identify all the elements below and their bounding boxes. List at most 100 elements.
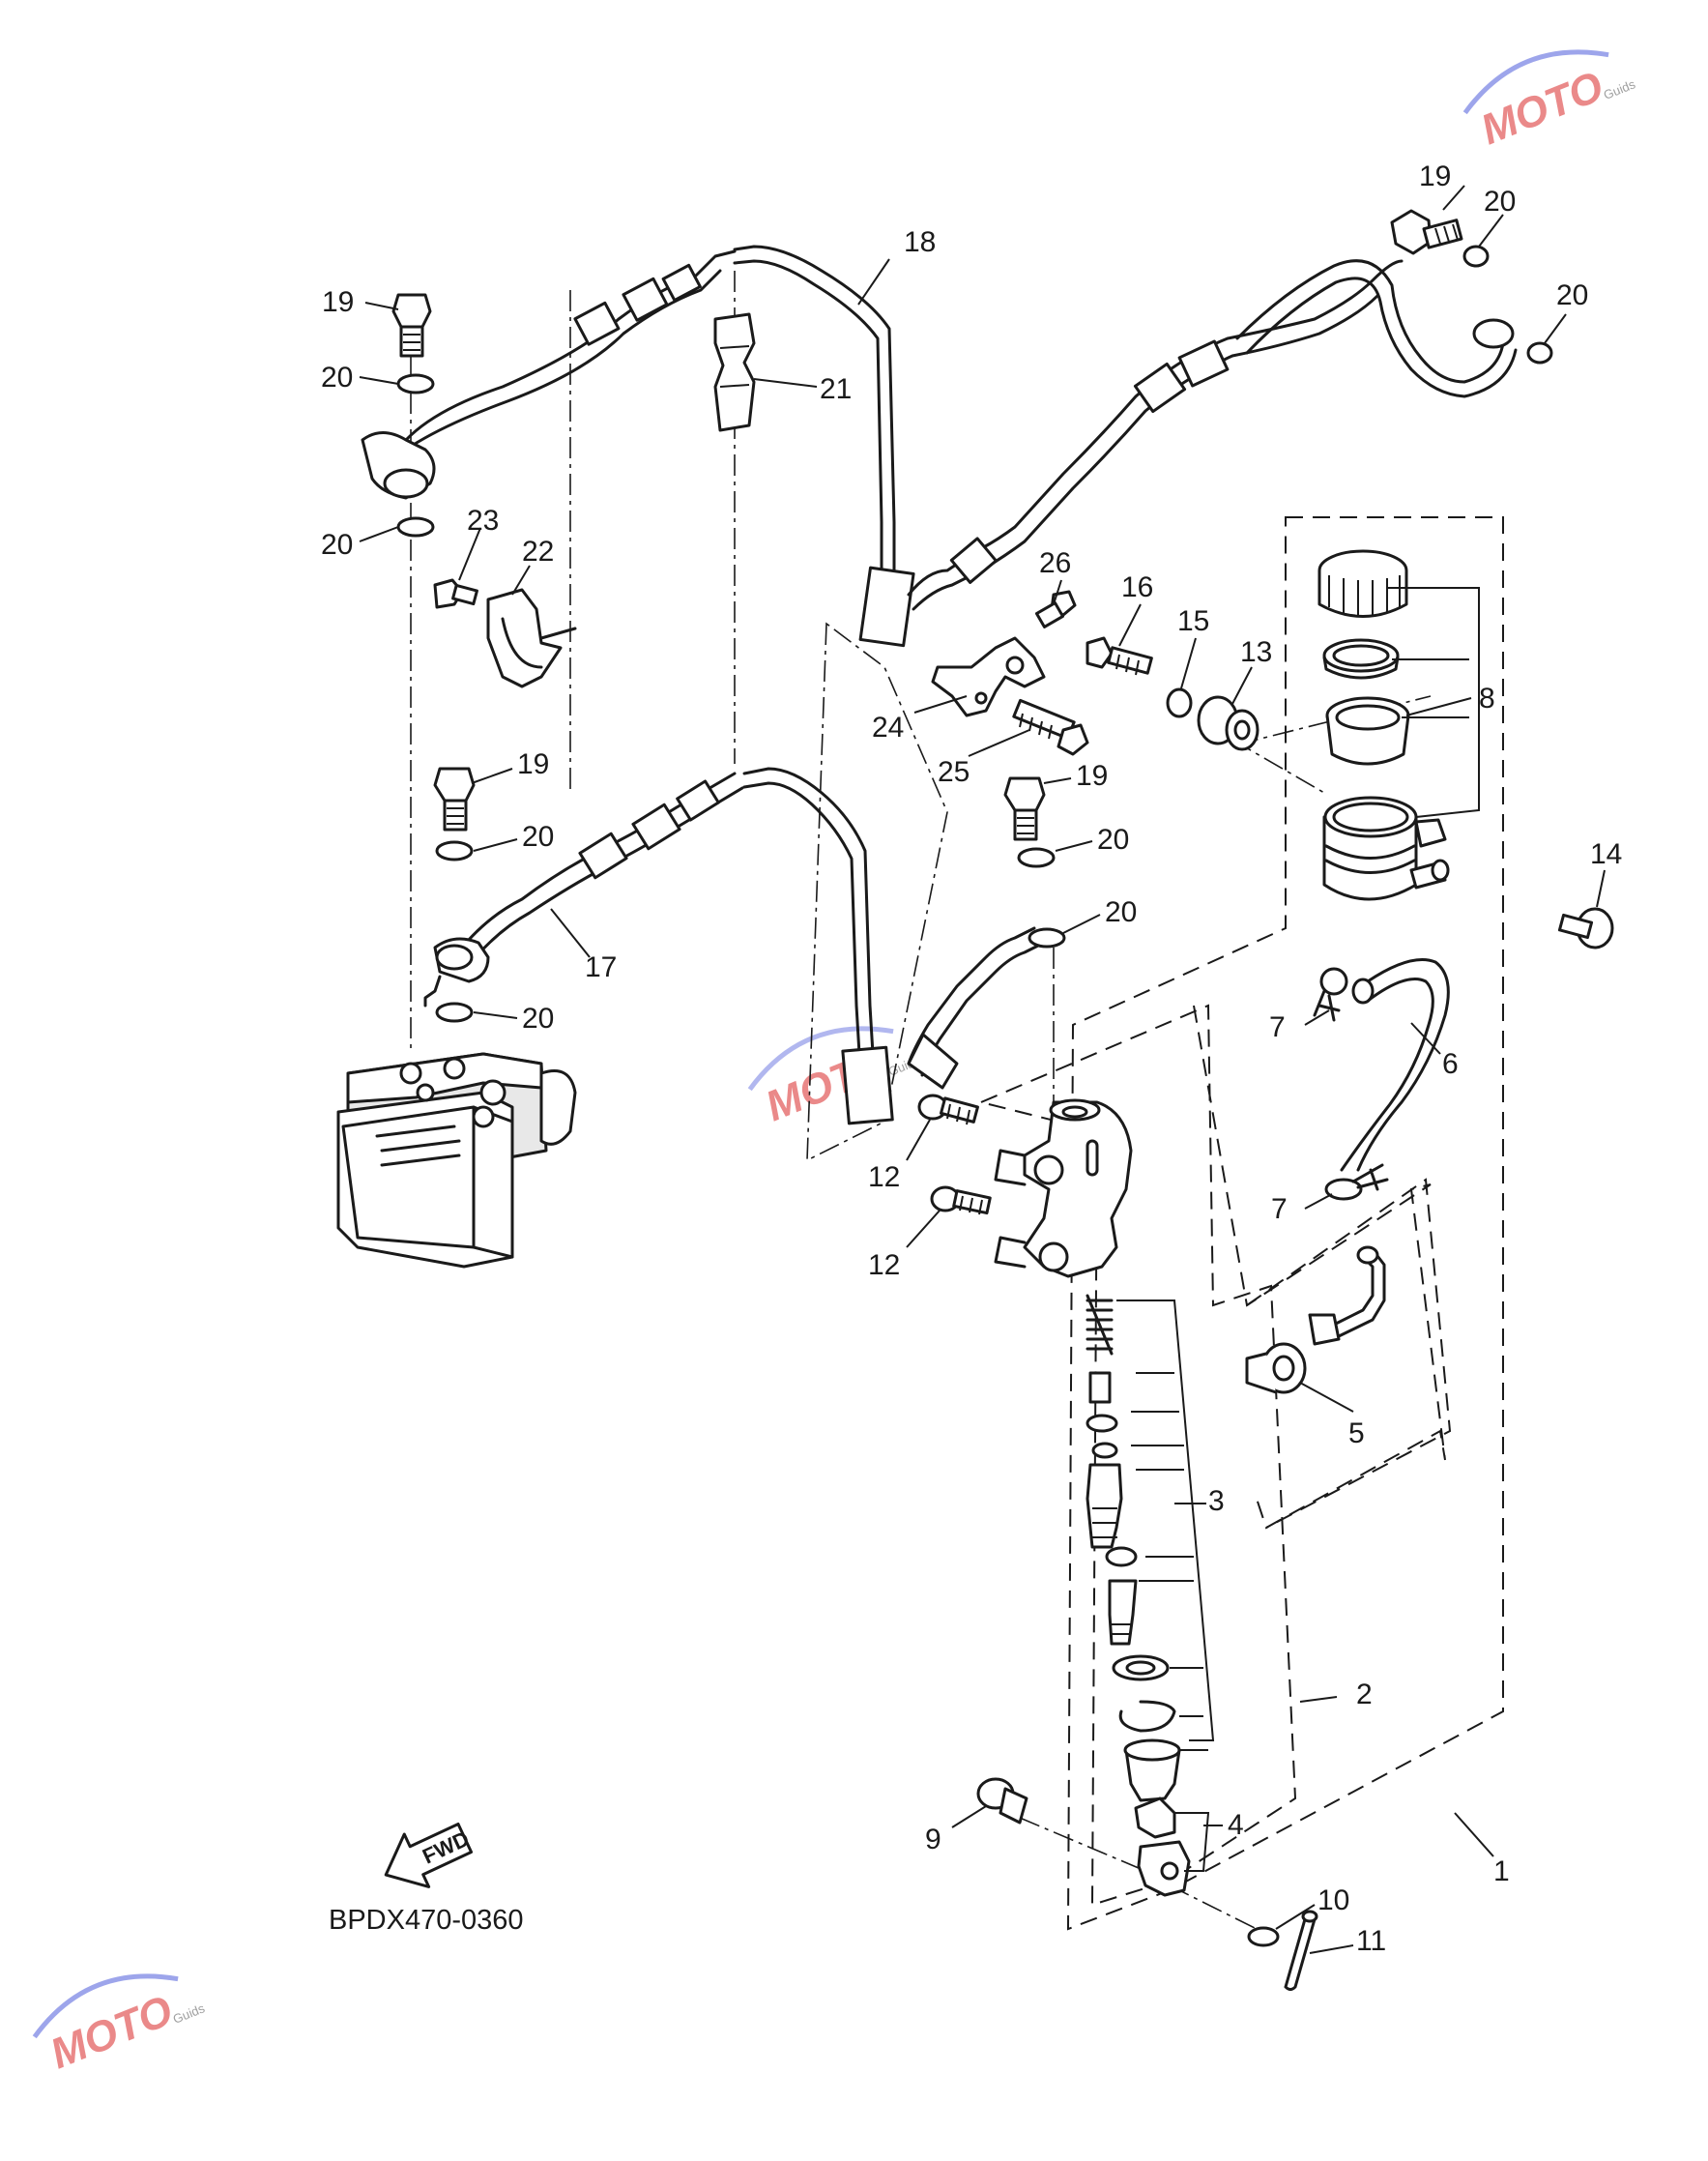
left-upper-union [361,431,436,500]
hose-joint-5 [1245,1245,1386,1394]
watermark-top-right: MOTO Guids [1462,49,1638,155]
assembly-outline-1 [1066,516,1504,1931]
washer-20-a [396,373,435,394]
callout-24: 24 [872,712,904,744]
reservoir-group-bracket [1387,587,1480,818]
clevis-bracket [1174,1812,1210,1872]
reservoir-diaphragm [1325,696,1410,766]
callout-19-mid-left: 19 [517,748,549,780]
chain-line-pin [1019,1817,1146,1872]
grommet-13 [1197,695,1259,751]
washer-10 [1247,1926,1280,1947]
callout-20-d: 20 [522,1003,554,1035]
callout-22: 22 [522,536,554,568]
assembly-outline-2 [977,1004,1297,1907]
callout-21: 21 [820,373,852,405]
callout-8: 8 [1479,683,1495,715]
callout-14: 14 [1590,838,1622,870]
hose-clamp-7-lower [1324,1163,1389,1201]
assembly-outline-5 [1246,1178,1452,1529]
piston-kit-3 [1086,1294,1181,1802]
hose-clamp-7-upper [1313,967,1348,1022]
assembly-outline-reservoir-group [1193,1005,1446,1530]
washer-20-e [1017,847,1056,868]
bolt-23 [433,578,478,609]
callout-20-g: 20 [1484,186,1516,218]
callout-7-upper: 7 [1269,1011,1286,1043]
chain-line-clevis [1169,1884,1258,1930]
bolt-12-lower [930,1185,992,1215]
washer-20-d [435,1002,474,1023]
washer-20-h [1526,341,1553,365]
svg-text:Guids: Guids [171,2000,208,2027]
reservoir-plate [1322,638,1400,680]
callout-19-top-right: 19 [1419,161,1451,192]
watermark-center: MOTO Guids [747,1026,922,1130]
screw-14 [1557,907,1614,949]
callout-5: 5 [1348,1417,1365,1449]
washer-20-b [396,516,435,538]
reservoir-body [1322,796,1450,901]
bolt-26 [1034,590,1077,628]
callout-17: 17 [585,951,617,983]
cotter-pin-11 [1284,1910,1318,1991]
banjo-bolt-19-top-right [1390,209,1463,255]
banjo-bolt-19-center [1003,776,1046,841]
callout-9: 9 [925,1824,941,1855]
callout-3: 3 [1208,1485,1225,1517]
svg-text:MOTO: MOTO [43,1987,179,2079]
callout-20-e: 20 [1097,824,1129,856]
chain-line-bracket [806,622,948,1162]
callout-15: 15 [1177,605,1209,637]
callout-labels: 1 2 3 4 5 6 7 7 8 9 10 11 12 12 13 14 15… [321,161,1622,1957]
bolt-25 [1012,698,1089,756]
callout-25: 25 [938,756,970,788]
callout-2: 2 [1356,1679,1373,1710]
callout-6: 6 [1442,1048,1459,1080]
callout-11: 11 [1356,1925,1386,1957]
callout-13: 13 [1240,636,1272,668]
svg-text:Guids: Guids [1602,76,1638,102]
banjo-bolt-19-left-lower [433,767,476,832]
svg-text:MOTO: MOTO [1474,63,1609,155]
diagram-code: BPDX470-0360 [329,1905,524,1936]
reservoir-hose-6 [1340,958,1450,1172]
pin-9 [976,1777,1028,1825]
callout-23: 23 [467,505,499,537]
callout-10: 10 [1317,1884,1349,1916]
banjo-bolt-19-left-upper [391,293,432,358]
callout-20-c: 20 [522,821,554,853]
washer-15 [1166,687,1193,718]
callout-19-center: 19 [1076,760,1108,792]
bolt-16 [1086,636,1153,676]
callout-20-h: 20 [1556,279,1588,311]
left-lower-union [423,937,490,1007]
washer-20-g [1462,245,1490,268]
washer-20-f [1028,927,1066,949]
bolt-12-upper [917,1094,979,1125]
fwd-arrow: FWD [384,1822,473,1888]
clamp-22 [486,588,577,688]
callout-12-lower: 12 [868,1249,900,1281]
callout-20-f: 20 [1105,896,1137,928]
hose-clip-21 [713,312,756,432]
leader-lines [359,185,1606,1954]
piston-kit-bracket [1116,1300,1215,1751]
callout-18: 18 [904,226,936,258]
abs-hydraulic-unit [336,1052,577,1269]
reservoir-cap [1317,549,1408,618]
master-cylinder-body [994,1098,1133,1278]
callout-16: 16 [1121,571,1153,603]
callout-19-top-left: 19 [322,286,354,318]
brake-hose-upper [380,245,1518,648]
callout-1: 1 [1493,1855,1510,1887]
callout-4: 4 [1228,1809,1244,1841]
clevis-4 [1134,1796,1191,1897]
callout-7-lower: 7 [1271,1193,1288,1225]
watermark-bottom-left: MOTO Guids [32,1973,208,2079]
callout-20-b: 20 [321,529,353,561]
brake-hose-lower [452,767,1046,1125]
callout-12-upper: 12 [868,1161,900,1193]
washer-20-c [435,840,474,861]
